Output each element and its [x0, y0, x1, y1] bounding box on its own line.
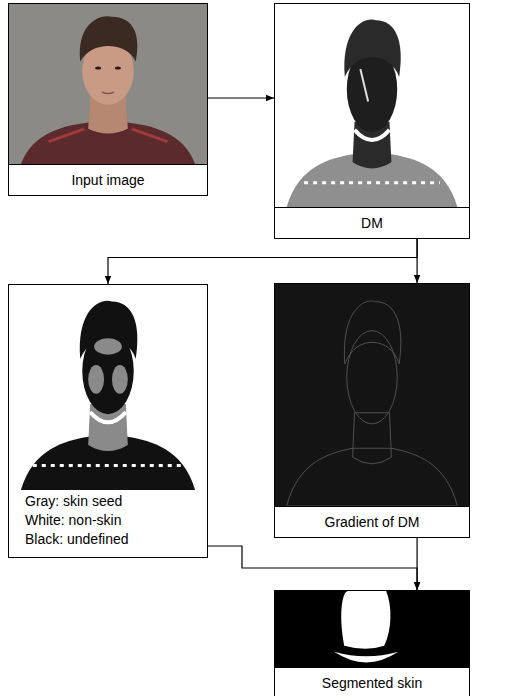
caption-text: Input image	[13, 171, 203, 189]
photo-illustration	[275, 591, 469, 667]
caption-area: DM	[275, 207, 469, 238]
photo-illustration	[9, 4, 207, 164]
caption-area: Segmented skin	[275, 667, 469, 696]
caption-area: Input image	[9, 164, 207, 195]
image-panel: Gradient of DM	[274, 283, 470, 538]
flow-arrow	[208, 546, 417, 590]
flow-arrow	[108, 239, 417, 284]
flow-arrow	[208, 97, 274, 98]
photo-illustration	[275, 4, 469, 207]
caption-text: Gradient of DM	[279, 513, 465, 531]
caption-area: Gradient of DM	[275, 506, 469, 537]
caption-text: Segmented skin	[279, 674, 465, 692]
photo-illustration	[275, 284, 469, 506]
image-panel: Segmented skin	[274, 590, 470, 696]
flow-arrow	[416, 239, 417, 283]
legend-text: Black: undefined	[25, 530, 201, 549]
caption-area: Gray: skin seedWhite: non-skinBlack: und…	[9, 490, 207, 557]
legend-text: White: non-skin	[25, 511, 201, 530]
flow-arrow	[416, 538, 417, 590]
legend-text: Gray: skin seed	[25, 492, 201, 511]
image-panel: DM	[274, 3, 470, 239]
photo-illustration	[9, 285, 207, 490]
image-panel: Input image	[8, 3, 208, 196]
image-panel: Gray: skin seedWhite: non-skinBlack: und…	[8, 284, 208, 558]
caption-text: DM	[279, 214, 465, 232]
